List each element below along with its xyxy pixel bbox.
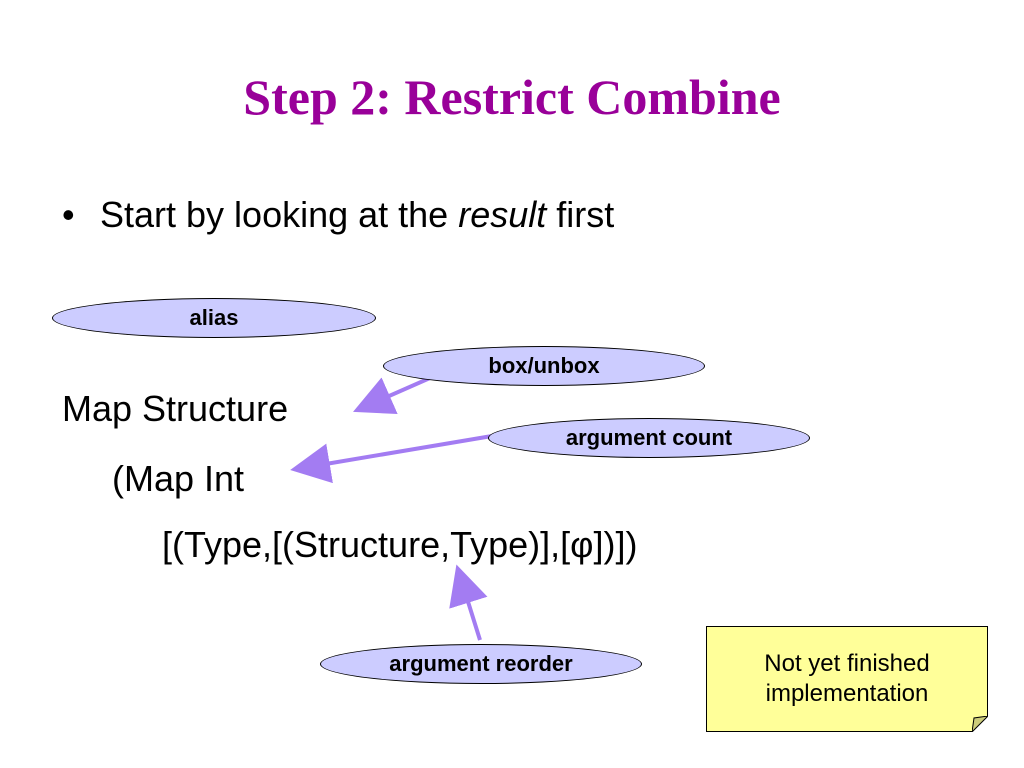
arrow-box-unbox (353, 376, 431, 415)
label-argument-count-text: argument count (565, 425, 733, 450)
bullet-marker: • (62, 194, 75, 235)
label-box-unbox-text: box/unbox (488, 353, 600, 378)
label-oval-argument-count: argument count (488, 418, 810, 458)
note-line-2: implementation (765, 680, 929, 707)
slide-title: Step 2: Restrict Combine (243, 69, 781, 125)
type-line-map-structure: Map Structure (62, 388, 289, 429)
label-alias-text: alias (189, 305, 239, 330)
note-folded-corner-icon (972, 716, 988, 732)
label-argument-reorder-text: argument reorder (389, 651, 573, 676)
bullet-point: • Start by looking at the result first (62, 192, 614, 238)
label-oval-alias: alias (52, 298, 376, 338)
sticky-note: Not yet finished implementation (706, 626, 988, 732)
label-oval-box-unbox: box/unbox (383, 346, 705, 386)
note-line-1: Not yet finished (764, 650, 930, 677)
arrow-argument-reorder (449, 564, 488, 641)
label-oval-argument-reorder: argument reorder (320, 644, 642, 684)
bullet-text-emphasis: result (458, 194, 547, 235)
type-line-tuple-list: [(Type,[(Structure,Type)],[φ])]) (162, 524, 638, 565)
bullet-text-prefix: Start by looking at the (100, 194, 459, 235)
arrow-argument-count (290, 434, 493, 484)
bullet-text-suffix: first (546, 194, 615, 235)
type-line-map-int: (Map Int (112, 458, 245, 499)
